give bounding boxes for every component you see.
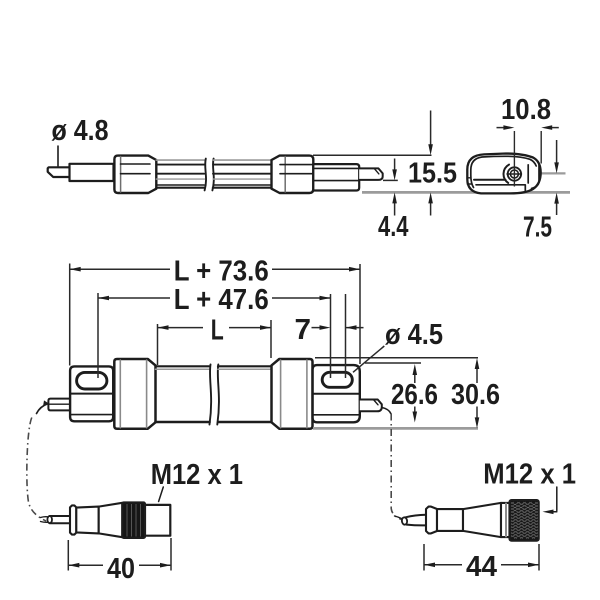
svg-text:10.8: 10.8	[501, 94, 551, 126]
svg-text:40: 40	[107, 553, 135, 585]
svg-text:15.5: 15.5	[408, 158, 457, 190]
svg-text:44: 44	[466, 551, 497, 583]
svg-text:ø 4.8: ø 4.8	[52, 115, 109, 147]
svg-text:7.5: 7.5	[523, 212, 552, 244]
svg-text:30.6: 30.6	[451, 379, 500, 411]
svg-text:L + 73.6: L + 73.6	[174, 256, 269, 288]
svg-text:M12 x 1: M12 x 1	[151, 459, 243, 491]
svg-text:L: L	[211, 315, 224, 347]
svg-text:L + 47.6: L + 47.6	[174, 284, 269, 316]
svg-text:26.6: 26.6	[391, 379, 438, 411]
svg-text:4.4: 4.4	[378, 211, 409, 243]
svg-text:ø 4.5: ø 4.5	[385, 319, 443, 351]
svg-text:M12 x 1: M12 x 1	[483, 459, 576, 491]
svg-text:7: 7	[295, 314, 312, 346]
